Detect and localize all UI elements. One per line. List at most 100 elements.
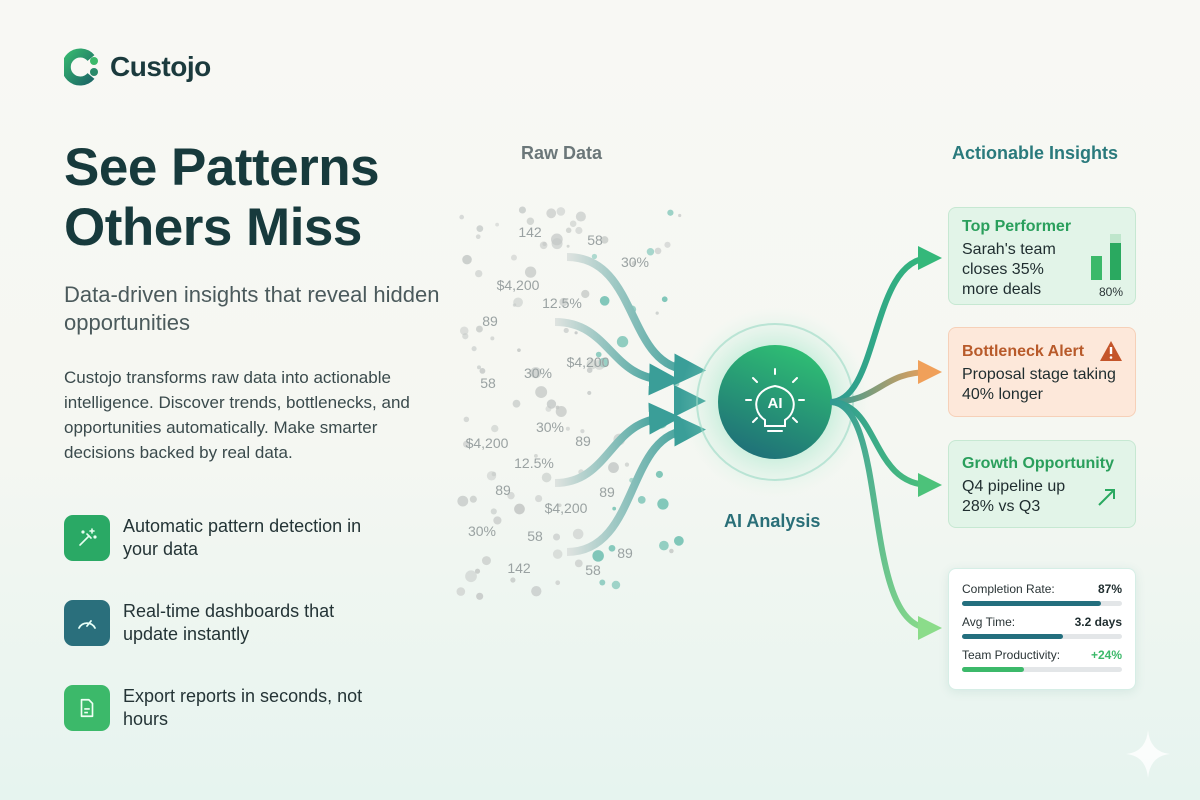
raw-data-value: 142 bbox=[518, 224, 542, 240]
metric-label: Avg Time: bbox=[962, 615, 1016, 629]
data-dot bbox=[661, 296, 668, 303]
subtitle: Data-driven insights that reveal hidden … bbox=[64, 282, 440, 335]
data-dot bbox=[475, 234, 481, 240]
speedometer-icon bbox=[64, 600, 110, 646]
data-dot bbox=[475, 325, 483, 333]
data-dot bbox=[572, 528, 584, 540]
headline-line-2: Others Miss bbox=[64, 198, 362, 257]
data-dot bbox=[486, 471, 497, 481]
input-arrow bbox=[566, 414, 706, 556]
feature-text: Export reports in seconds, not hours bbox=[123, 686, 363, 729]
data-dot bbox=[490, 336, 495, 341]
data-dot bbox=[511, 254, 517, 261]
input-arrow bbox=[554, 318, 681, 396]
raw-data-value: 58 bbox=[527, 528, 543, 544]
data-dot bbox=[673, 535, 684, 546]
raw-data-value: 89 bbox=[617, 545, 633, 561]
card-text: Q4 pipeline up 28% vs Q3 bbox=[962, 478, 1066, 515]
data-dot bbox=[539, 241, 548, 250]
raw-data-value: $4,200 bbox=[465, 435, 509, 451]
data-dot bbox=[462, 254, 472, 265]
data-dot bbox=[595, 351, 602, 358]
data-dot bbox=[587, 390, 592, 396]
page-headline: See Patterns Others Miss bbox=[64, 138, 464, 258]
feature-item: Automatic pattern detection in your data bbox=[64, 515, 383, 561]
data-dot bbox=[592, 550, 604, 562]
card-text: Proposal stage taking 40% longer bbox=[962, 366, 1116, 403]
bottleneck-alert-card[interactable]: Bottleneck Alert Proposal stage taking 4… bbox=[948, 327, 1136, 417]
brand-name: Custojo bbox=[110, 51, 211, 82]
data-dot bbox=[657, 498, 669, 510]
data-dot bbox=[655, 311, 659, 315]
logo-icon bbox=[64, 48, 98, 86]
metric-value: +24% bbox=[1090, 648, 1122, 662]
raw-data-value: 142 bbox=[507, 560, 531, 576]
ai-analysis-label: AI Analysis bbox=[724, 511, 821, 531]
metric-row: Avg Time:3.2 days bbox=[962, 615, 1122, 629]
data-dot bbox=[514, 503, 525, 515]
data-dot bbox=[477, 365, 481, 370]
data-dot bbox=[563, 327, 569, 334]
sparkle-icon bbox=[1126, 730, 1170, 778]
data-dot bbox=[612, 506, 617, 511]
feature-text: Automatic pattern detection in your data bbox=[123, 516, 362, 559]
logo[interactable]: Custojo bbox=[64, 48, 211, 86]
data-dot bbox=[463, 416, 470, 423]
data-dot bbox=[465, 570, 477, 583]
raw-data-value: 58 bbox=[585, 562, 601, 578]
data-dot bbox=[575, 211, 586, 222]
data-dot bbox=[631, 261, 637, 266]
data-dot bbox=[459, 326, 469, 336]
data-dot bbox=[553, 533, 561, 541]
data-dot bbox=[545, 405, 552, 412]
data-dot bbox=[659, 540, 669, 551]
raw-data-value: 89 bbox=[495, 482, 511, 498]
data-dot bbox=[586, 358, 598, 370]
bar-chart-icon bbox=[1091, 234, 1121, 280]
raw-data-value: 58 bbox=[480, 375, 496, 391]
data-dot bbox=[507, 491, 515, 500]
data-dot bbox=[599, 295, 610, 306]
metrics-card: Completion Rate:87% Avg Time:3.2 days Te… bbox=[948, 568, 1136, 690]
performance-bar bbox=[1110, 243, 1121, 280]
metric-row: Team Productivity:+24% bbox=[962, 648, 1122, 662]
data-dots bbox=[456, 206, 684, 600]
data-dot bbox=[491, 424, 499, 433]
data-dot bbox=[566, 244, 570, 248]
raw-data-value: $4,200 bbox=[566, 354, 610, 370]
raw-data-title: Raw Data bbox=[521, 143, 603, 163]
data-dot bbox=[667, 209, 674, 216]
raw-data-value: 89 bbox=[599, 484, 615, 500]
raw-data-value: 30% bbox=[467, 523, 497, 539]
data-dot bbox=[678, 213, 682, 218]
raw-data-value: 30% bbox=[535, 419, 565, 435]
growth-opportunity-card[interactable]: Growth Opportunity Q4 pipeline up 28% vs… bbox=[948, 440, 1136, 528]
data-dot bbox=[616, 336, 629, 348]
headline-line-1: See Patterns bbox=[64, 138, 380, 197]
top-performer-card[interactable]: Top Performer Sarah's team closes 35% mo… bbox=[948, 207, 1136, 305]
metric-label: Completion Rate: bbox=[962, 582, 1055, 596]
data-dot bbox=[495, 222, 499, 227]
data-dot bbox=[531, 586, 542, 597]
data-dot bbox=[535, 494, 543, 503]
data-dot bbox=[608, 462, 619, 473]
data-dot bbox=[551, 238, 563, 250]
data-dot bbox=[581, 289, 590, 299]
metric-progress-bar bbox=[962, 601, 1122, 606]
metric-row: Completion Rate:87% bbox=[962, 582, 1122, 596]
data-dot bbox=[646, 248, 655, 256]
data-dot bbox=[490, 508, 497, 515]
data-dot bbox=[479, 367, 486, 374]
lightbulb-icon bbox=[745, 368, 805, 432]
data-dot bbox=[664, 241, 671, 248]
data-dot bbox=[493, 516, 502, 525]
raw-data-value: 89 bbox=[575, 433, 591, 449]
data-dot bbox=[574, 331, 578, 335]
data-dot bbox=[556, 207, 566, 216]
data-dot bbox=[565, 426, 570, 431]
warning-icon bbox=[1100, 341, 1122, 361]
data-dot bbox=[565, 227, 572, 234]
data-dot bbox=[608, 544, 616, 552]
data-dot bbox=[534, 453, 538, 458]
